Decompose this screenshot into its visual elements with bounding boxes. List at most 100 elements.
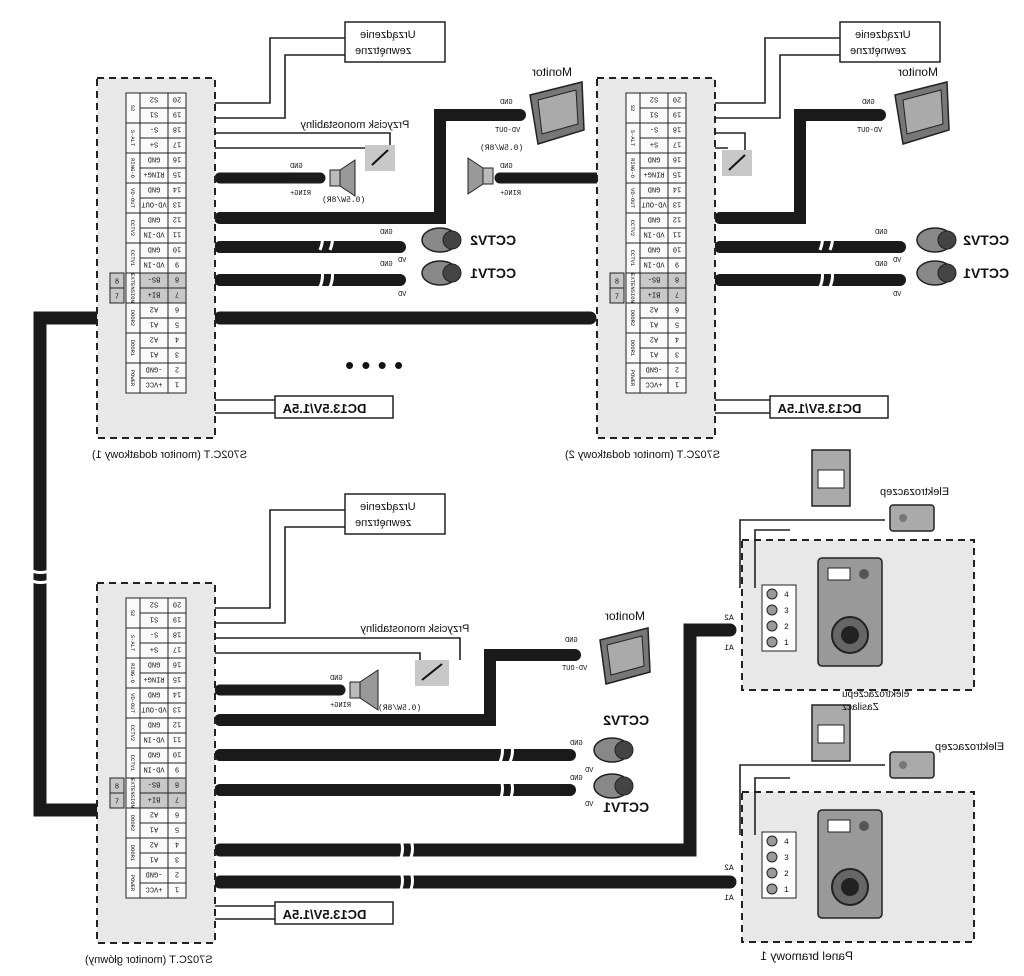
- door-panel-1-pin-2: 2: [784, 870, 789, 879]
- terminal-group-label: POWER: [629, 370, 636, 387]
- terminal-number: 20: [673, 95, 681, 103]
- terminal-group-label: CCTV1: [129, 250, 136, 267]
- main-cctv2-label: CCTV2: [603, 712, 649, 728]
- u1-monitor-label: Monitor: [532, 65, 572, 79]
- terminal-number: 19: [173, 110, 181, 118]
- u1-monitor-cable: [214, 109, 526, 224]
- main-cctv1-icon: [593, 773, 634, 799]
- u1-cctv1-pin-gnd: GND: [380, 261, 393, 269]
- terminal-group-label: EXTENSION: [129, 778, 136, 808]
- u2-cctv2-pin-vd: VD: [893, 257, 901, 265]
- terminal-name: A1: [650, 350, 658, 358]
- door-panel-1-lock-icon: [889, 751, 935, 779]
- door-panel-1-pin-3: 3: [784, 854, 789, 863]
- u1-speaker-pin-ring: RING+: [290, 190, 311, 198]
- terminal-number: 9: [175, 765, 179, 773]
- main-cctv2-pin-gnd: GND: [570, 740, 583, 748]
- terminal-name: BS-: [648, 275, 661, 283]
- main-monitor-icon: [599, 627, 651, 685]
- terminal-name: -GND: [646, 365, 663, 373]
- main-door2-cable: [213, 623, 737, 857]
- terminal-name: S2: [150, 600, 158, 608]
- terminal-number: 10: [173, 245, 181, 253]
- terminal-group-label: S2: [129, 610, 136, 617]
- u1-power-box: [274, 395, 394, 419]
- terminal-name: GND: [148, 185, 161, 193]
- u2-power-wires: [715, 399, 770, 414]
- terminal-name: S1: [650, 110, 658, 118]
- terminal-number: 17: [173, 140, 181, 148]
- terminal-number: 8: [675, 275, 679, 283]
- terminal-number: 4: [175, 335, 179, 343]
- terminal-name: RING+: [143, 170, 164, 178]
- door-panel-2-lock-label: Elektrozaczep: [880, 486, 949, 498]
- extension-bus-cable: [33, 311, 117, 817]
- u1-cctv2-label: CCTV2: [470, 232, 516, 248]
- terminal-name: VD-IN: [643, 230, 664, 238]
- terminal-name: BI+: [648, 290, 661, 298]
- terminal-group-label: S2: [129, 105, 136, 112]
- u2-cctv1-icon: [916, 260, 957, 286]
- door-panel-1-camera-unit: [817, 809, 883, 919]
- u2-power-label: DC13.5V/1.5A: [777, 401, 861, 416]
- terminal-number: 2: [175, 365, 179, 373]
- extension-side-label: 7: [115, 294, 119, 302]
- terminal-number: 12: [173, 720, 181, 728]
- terminal-number: 9: [675, 260, 679, 268]
- terminal-name: GND: [648, 155, 661, 163]
- terminal-name: S2: [150, 95, 158, 103]
- terminal-name: GND: [148, 245, 161, 253]
- terminal-number: 16: [173, 660, 181, 668]
- main-cctv2-icon: [593, 737, 634, 763]
- terminal-number: 2: [675, 365, 679, 373]
- main-ext-device-line2: zewnętrzne: [355, 517, 411, 529]
- terminal-17: S+17: [639, 137, 687, 154]
- u1-button-symbol: [371, 149, 389, 166]
- terminal-name: S+: [150, 140, 158, 148]
- door-panel-2-pin-1: 1: [784, 639, 789, 648]
- terminal-group-label: DOOR2: [629, 310, 636, 327]
- terminal-name: A1: [150, 350, 158, 358]
- terminal-15: RING+15: [639, 167, 687, 184]
- u1-speaker-pin-gnd: GND: [290, 163, 303, 171]
- door-panel-1-power-supply-icon: [811, 704, 851, 762]
- terminal-name: VD-OUT: [641, 200, 666, 208]
- terminal-number: 19: [673, 110, 681, 118]
- terminal-name: GND: [648, 245, 661, 253]
- u1-speaker-spec: (0.5W/8R): [322, 196, 365, 205]
- terminal-number: 7: [675, 290, 679, 298]
- u2-cctv1-pin-gnd: GND: [875, 261, 888, 269]
- terminal-number: 15: [673, 170, 681, 178]
- terminal-name: S+: [650, 140, 658, 148]
- main-button-symbol: [421, 663, 443, 681]
- terminal-number: 16: [173, 155, 181, 163]
- u1-cctv2-icon: [421, 227, 462, 253]
- u2-ext-device-line2: zewnętrzne: [850, 45, 906, 57]
- u1-monitor-pin-gnd: GND: [500, 99, 513, 107]
- terminal-number: 3: [175, 350, 179, 358]
- terminal-number: 4: [675, 335, 679, 343]
- terminal-number: 7: [175, 795, 179, 803]
- terminal-number: 18: [673, 125, 681, 133]
- terminal-name: RING+: [143, 675, 164, 683]
- terminal-group-label: RING-O: [629, 158, 636, 179]
- terminal-group-label: DOOR1: [129, 845, 136, 862]
- terminal-number: 13: [673, 200, 681, 208]
